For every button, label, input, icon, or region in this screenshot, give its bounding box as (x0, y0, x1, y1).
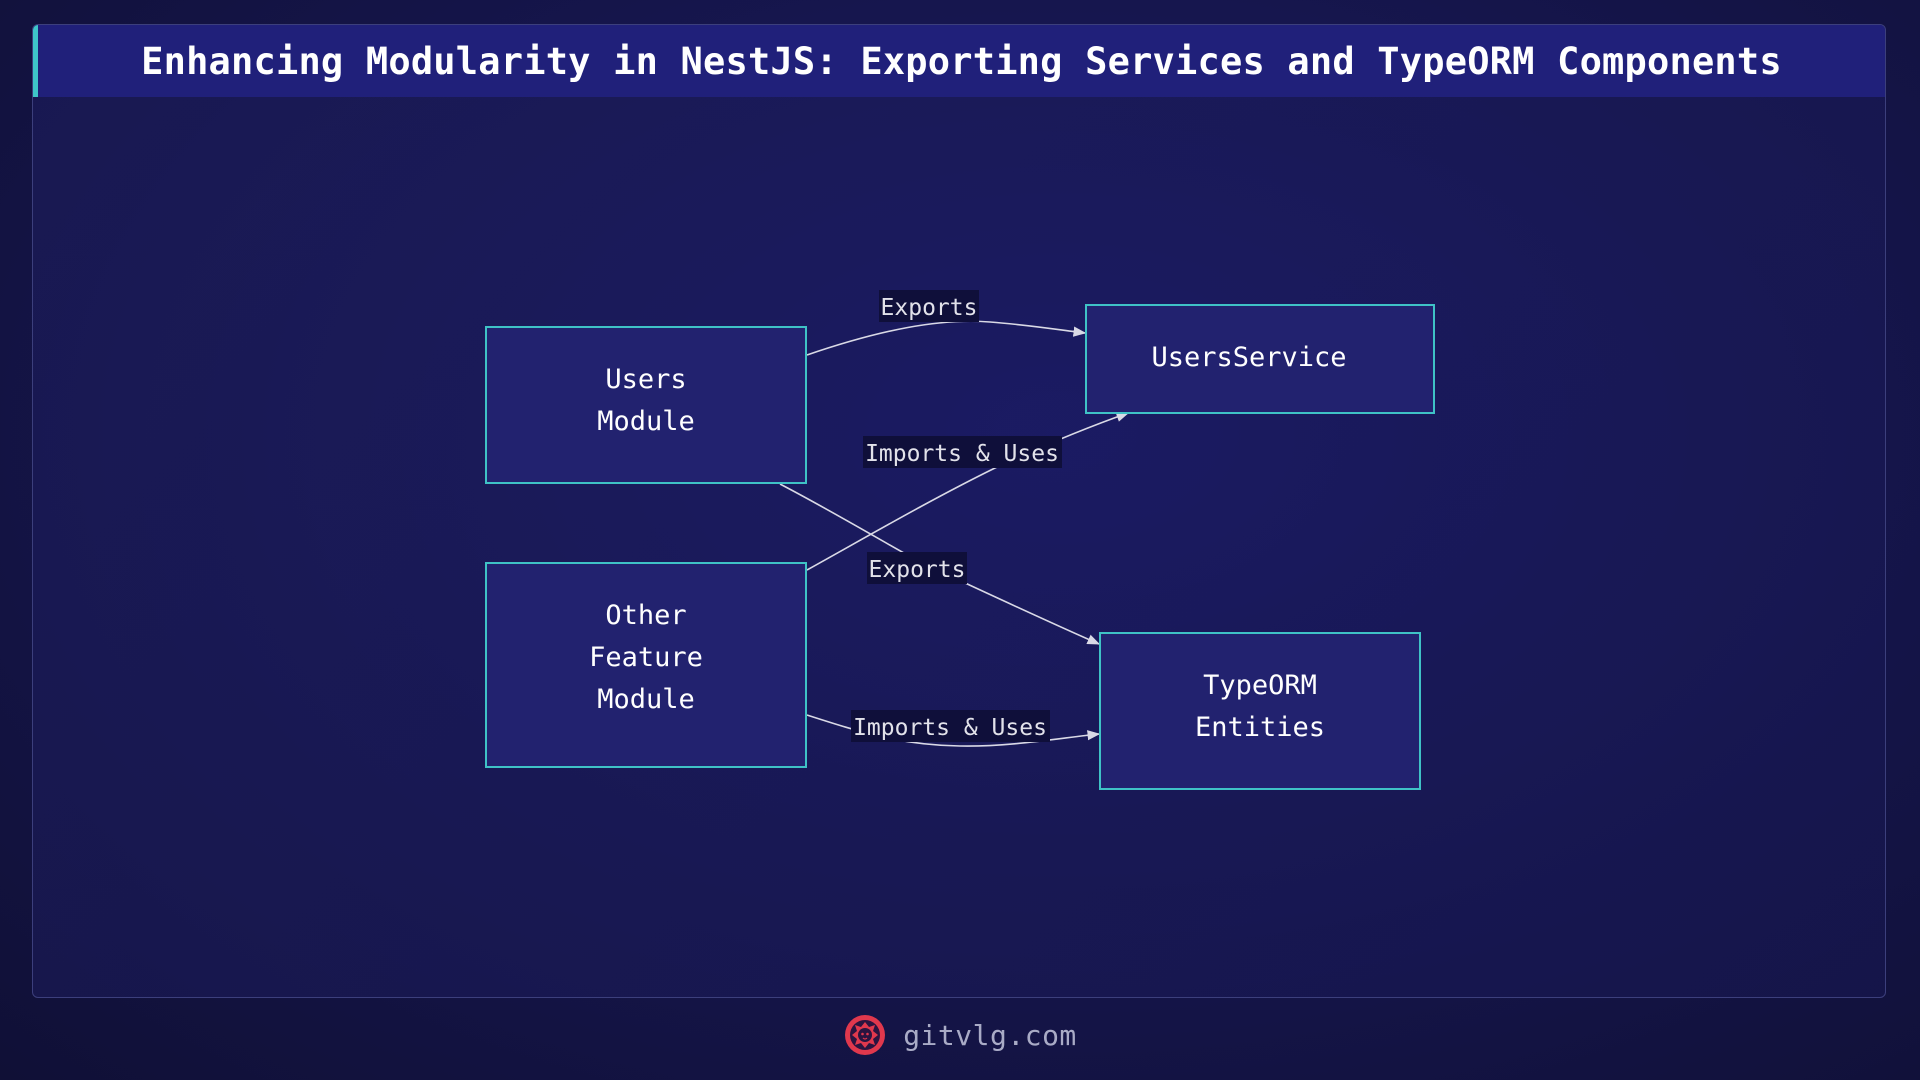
node-typeorm-entities[interactable]: TypeORM Entities (1099, 632, 1421, 790)
node-label-line: Module (597, 406, 695, 437)
edge-other-to-service: Imports & Uses (806, 412, 1130, 571)
node-label-line: Feature (589, 642, 703, 673)
node-label-line: TypeORM (1203, 670, 1317, 701)
edge-label-imports-uses: Imports & Uses (865, 441, 1059, 467)
edge-label-exports: Exports (881, 295, 978, 321)
footer: gitvlg.com (0, 1012, 1920, 1058)
edge-other-to-entities: Imports & Uses (806, 710, 1101, 747)
node-label-line: UsersService (1151, 342, 1346, 373)
edge-users-to-service: Exports (806, 290, 1087, 356)
footer-site[interactable]: gitvlg.com (903, 1018, 1077, 1052)
node-other-feature-module[interactable]: Other Feature Module (485, 562, 807, 768)
lion-head-icon (845, 1015, 886, 1055)
node-label-line: Module (597, 684, 695, 715)
title-bar: Enhancing Modularity in NestJS: Exportin… (33, 25, 1885, 97)
node-label-line: Other (605, 600, 686, 631)
node-label-line: Entities (1195, 712, 1325, 743)
node-users-service[interactable]: UsersService (1085, 304, 1435, 414)
diagram-frame: Enhancing Modularity in NestJS: Exportin… (32, 24, 1886, 998)
edge-label-exports-entities: Exports (869, 557, 966, 583)
edge-users-to-entities: Exports (779, 483, 1101, 645)
node-label-line: Users (605, 364, 686, 395)
node-users-module[interactable]: Users Module (485, 326, 807, 484)
edge-label-imports-uses-entities: Imports & Uses (853, 715, 1047, 741)
page-title: Enhancing Modularity in NestJS: Exportin… (141, 39, 1782, 83)
